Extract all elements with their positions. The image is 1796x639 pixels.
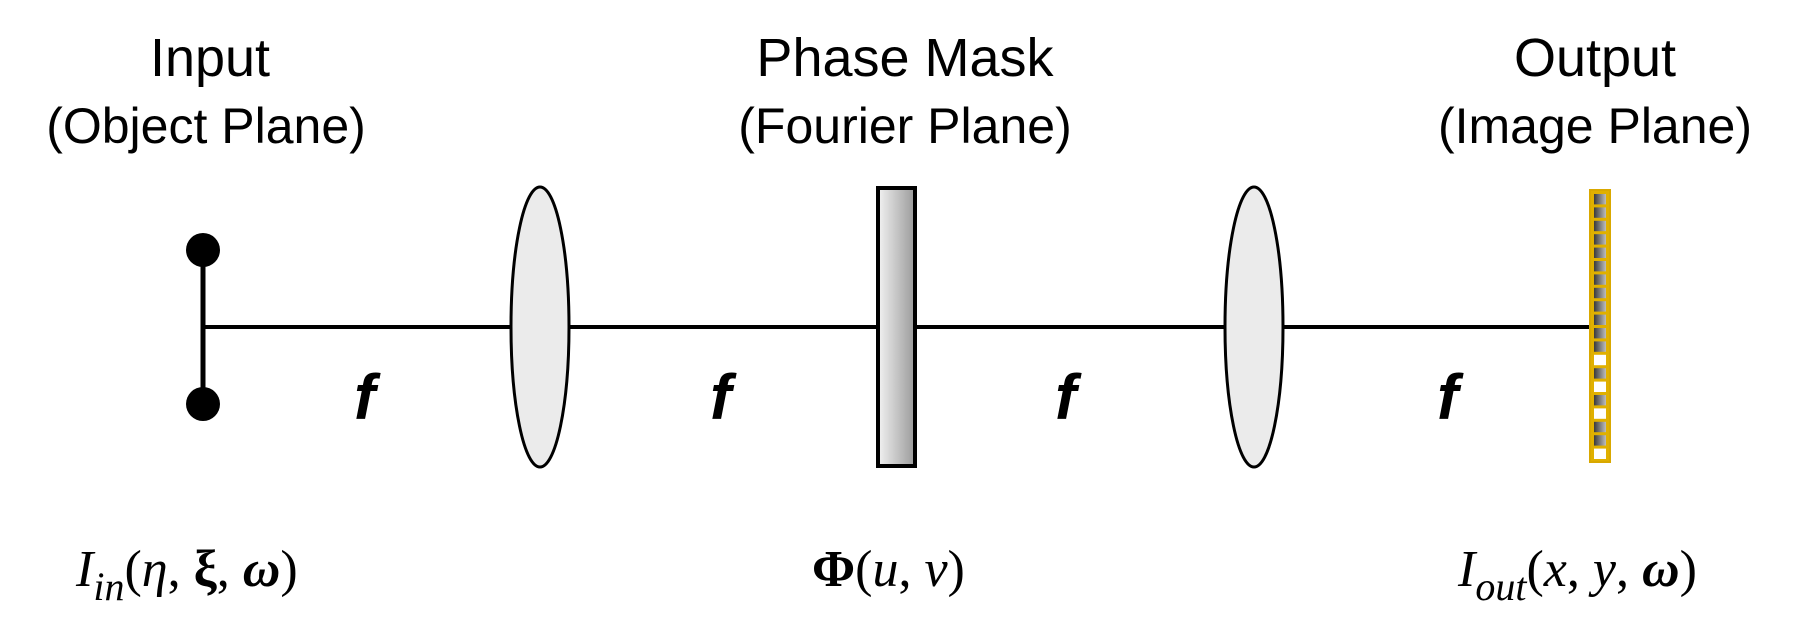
input-object-marker — [186, 233, 220, 421]
sensor-pixel — [1594, 314, 1606, 325]
output-subtitle: (Image Plane) — [1437, 98, 1753, 154]
sensor-pixel — [1594, 395, 1606, 406]
output-intensity-equation: Iout(x, y, ω) — [1458, 541, 1697, 609]
mask-title: Phase Mask — [756, 28, 1054, 88]
sensor-pixel — [1594, 220, 1606, 232]
sensor-pixel — [1594, 368, 1606, 379]
sensor-pixel — [1594, 448, 1606, 459]
sensor-pixel — [1594, 408, 1606, 419]
mask-subtitle: (Fourier Plane) — [738, 98, 1072, 154]
phase-mask-equation: Φ(u, v) — [812, 541, 965, 598]
input-subtitle: (Object Plane) — [46, 98, 366, 154]
lens-1 — [509, 185, 571, 469]
sensor-pixel — [1594, 287, 1606, 299]
image-sensor — [1589, 189, 1611, 463]
focal-length-label-2: f — [710, 361, 732, 433]
input-title: Input — [149, 28, 271, 88]
sensor-pixel — [1594, 328, 1606, 339]
sensor-pixel — [1594, 341, 1606, 352]
phase-mask-plate — [876, 186, 917, 468]
sensor-pixel — [1594, 194, 1606, 205]
focal-length-label-4: f — [1437, 361, 1459, 433]
sensor-pixel — [1594, 301, 1606, 312]
focal-length-label-1: f — [354, 361, 376, 433]
sensor-pixel — [1594, 261, 1606, 272]
sensor-pixel — [1594, 435, 1606, 446]
output-title: Output — [1513, 28, 1677, 88]
sensor-pixel — [1594, 234, 1606, 245]
sensor-pixel — [1594, 381, 1606, 392]
sensor-pixel — [1594, 274, 1606, 285]
sensor-pixel — [1594, 354, 1606, 366]
focal-length-label-3: f — [1055, 361, 1077, 433]
sensor-pixel — [1594, 421, 1606, 433]
lens-2 — [1223, 185, 1285, 469]
input-intensity-equation: Iin(η, ξ, ω) — [76, 541, 298, 609]
sensor-pixel — [1594, 247, 1606, 258]
sensor-pixel — [1594, 207, 1606, 218]
